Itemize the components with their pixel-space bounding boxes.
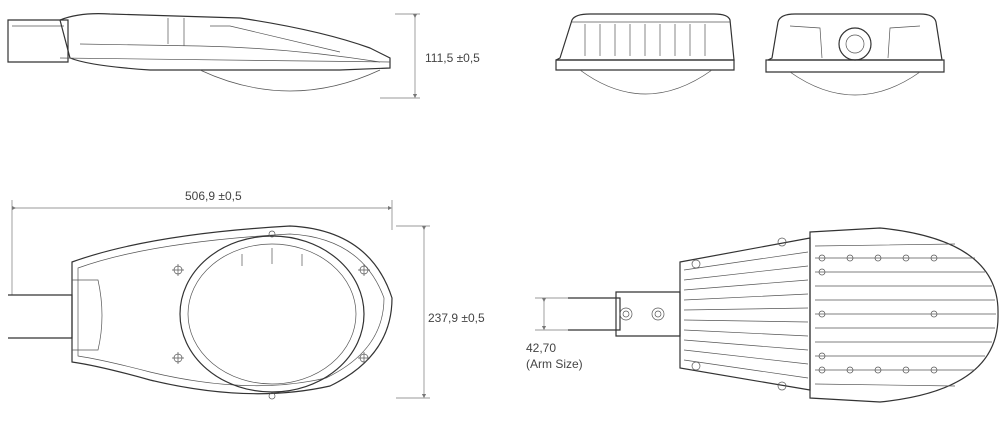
side-view: 111,5 ±0,5 [7,13,480,99]
width-dimension-label: 237,9 ±0,5 [428,311,485,325]
top-view: 506,9 ±0,5 237,9 ±0,5 [8,189,485,400]
arm-size-note: (Arm Size) [526,357,583,371]
rear-view [765,13,945,96]
height-dimension-label: 111,5 ±0,5 [425,51,480,65]
front-view [555,13,735,95]
bottom-view: 42,70 (Arm Size) [526,227,999,403]
length-dimension-label: 506,9 ±0,5 [185,189,242,203]
arm-dimension-label: 42,70 [526,341,556,355]
